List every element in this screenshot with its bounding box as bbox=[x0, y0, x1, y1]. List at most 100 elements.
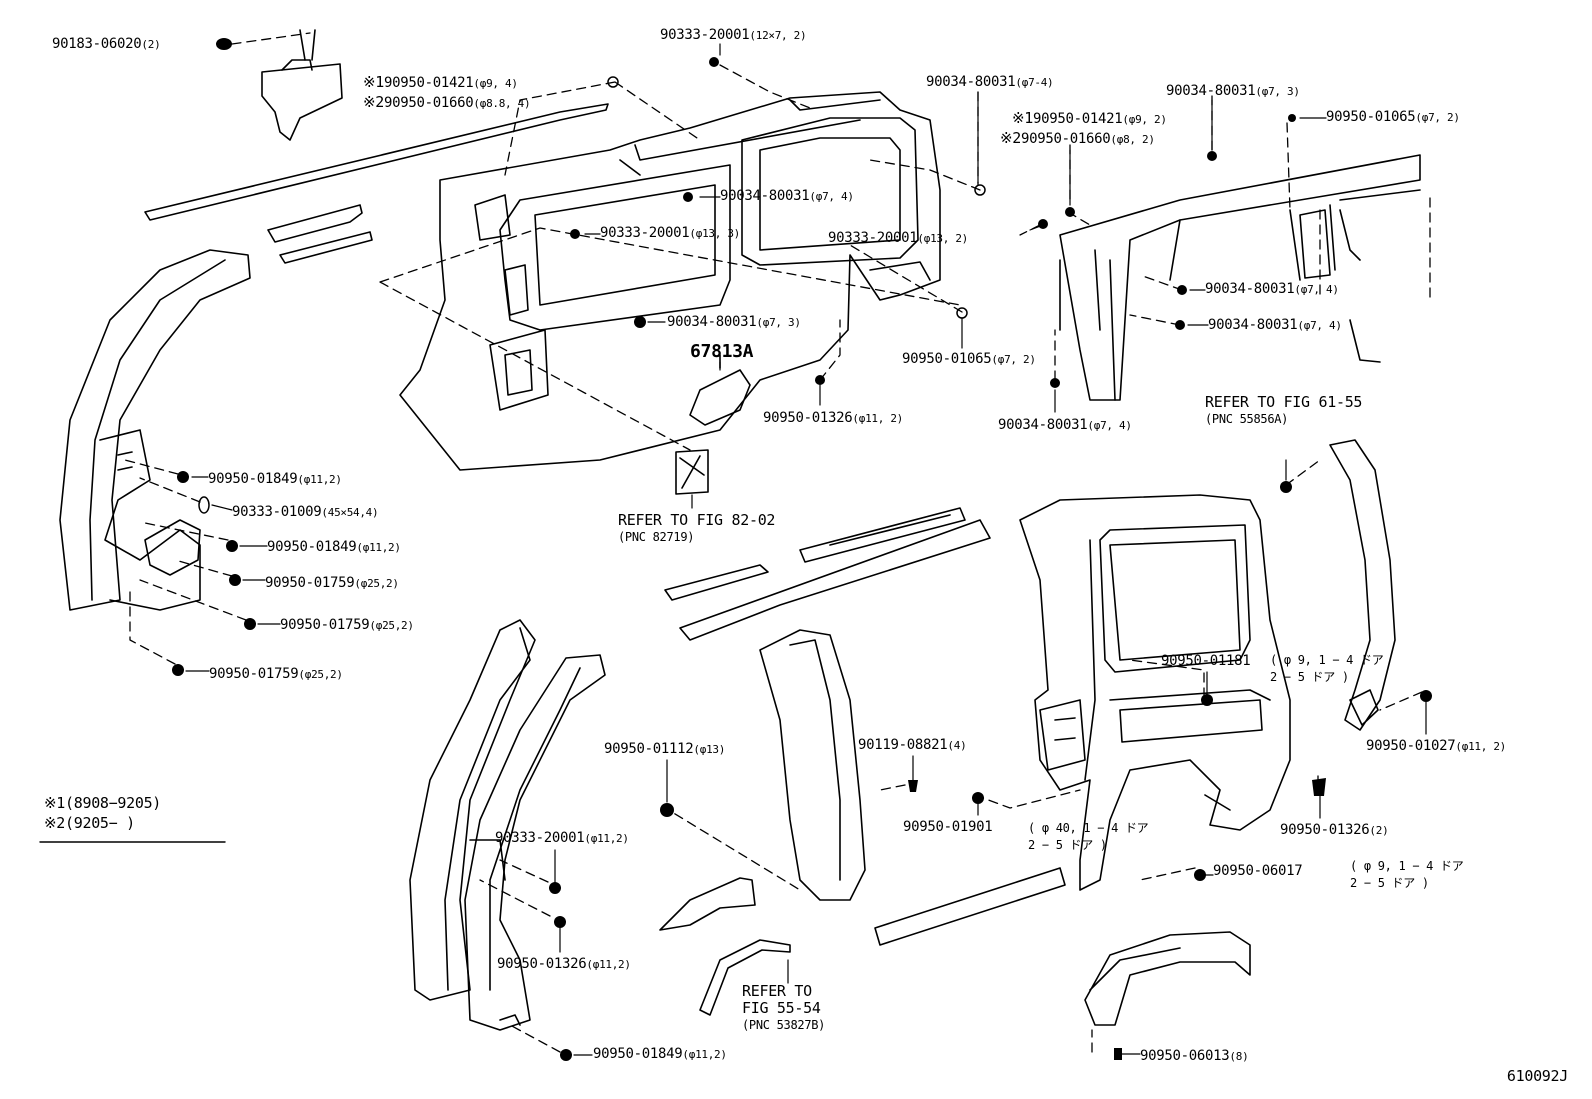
part-number: 90034-80031 bbox=[998, 417, 1088, 433]
part-label: 90950-06013(8) bbox=[1140, 1047, 1249, 1065]
variant-mark: ※2 bbox=[1000, 129, 1021, 147]
part-number: 90950-01027 bbox=[1366, 738, 1456, 754]
figure-reference-line: REFER TO bbox=[742, 982, 812, 1000]
part-spec: (φ11,2) bbox=[356, 541, 401, 554]
part-spec: (φ7-4) bbox=[1015, 76, 1054, 89]
part-spec: (12×7, 2) bbox=[749, 29, 807, 42]
part-number: 90950-01181 bbox=[1161, 653, 1251, 669]
part-label: 90950-01849(φ11,2) bbox=[208, 470, 342, 488]
door-note-line: ( φ 40, 1 − 4 ドア bbox=[1028, 821, 1149, 835]
part-label: 90950-01849(φ11,2) bbox=[267, 538, 401, 556]
upper-bracket bbox=[261, 29, 343, 141]
part-number: 90950-01421 bbox=[1033, 111, 1123, 127]
part-spec: (φ7, 2) bbox=[1415, 111, 1460, 124]
part-spec: (φ7, 4) bbox=[809, 190, 854, 203]
part-spec: (45×54,4) bbox=[321, 506, 379, 519]
part-number: 90950-01326 bbox=[763, 410, 853, 426]
part-number: 90950-06013 bbox=[1140, 1048, 1230, 1064]
front-pillar-inner bbox=[59, 249, 251, 611]
legend-range-1: (8908−9205) bbox=[65, 794, 162, 812]
center-pillars bbox=[409, 619, 606, 1031]
diagram-id: 610092J bbox=[1506, 1067, 1568, 1085]
door-note-line: 2 − 5 ドア ) bbox=[1350, 876, 1429, 890]
part-label: 90034-80031(φ7, 3) bbox=[1166, 82, 1300, 100]
part-number: 90183-06020 bbox=[52, 36, 142, 52]
part-number: 90950-01421 bbox=[384, 75, 474, 91]
part-label: 90950-01065(φ7, 2) bbox=[902, 350, 1036, 368]
figure-reference-line: (PNC 82719) bbox=[618, 530, 695, 544]
part-label: 90950-01901 bbox=[903, 818, 993, 836]
part-spec: (φ11,2) bbox=[682, 1048, 727, 1061]
part-spec: (φ25,2) bbox=[369, 619, 414, 632]
part-spec: (φ8, 2) bbox=[1110, 133, 1155, 146]
variant-mark: ※1 bbox=[1012, 109, 1033, 127]
part-spec: (φ7, 3) bbox=[756, 316, 801, 329]
part-label: 90034-80031(φ7, 4) bbox=[720, 187, 854, 205]
part-label: 90950-01326(φ11,2) bbox=[497, 955, 631, 973]
part-number: 90950-01849 bbox=[208, 471, 298, 487]
part-label: 90950-01112(φ13) bbox=[604, 740, 725, 758]
part-spec: (φ7, 3) bbox=[1255, 85, 1300, 98]
part-number: 90950-01660 bbox=[384, 95, 474, 111]
part-number: 90034-80031 bbox=[926, 74, 1016, 90]
part-spec: (φ8.8, 4) bbox=[473, 97, 531, 110]
legend-row-2: ※2(9205− ) bbox=[44, 815, 161, 832]
part-number: 90950-01326 bbox=[1280, 822, 1370, 838]
part-number: 90950-01326 bbox=[497, 956, 587, 972]
part-spec: (φ11, 2) bbox=[1455, 740, 1507, 753]
label-leaders bbox=[185, 43, 1427, 1056]
part-label: 90333-20001(φ13, 3) bbox=[600, 224, 740, 242]
part-number: 90950-01759 bbox=[265, 575, 355, 591]
wheel-arch-trim bbox=[699, 939, 791, 1016]
part-spec: (φ7, 4) bbox=[1294, 283, 1339, 296]
legend-range-2: (9205− ) bbox=[65, 814, 135, 832]
part-label: 90034-80031(φ7, 3) bbox=[667, 313, 801, 331]
part-number: 90034-80031 bbox=[1208, 317, 1298, 333]
part-label: 90950-01849(φ11,2) bbox=[593, 1045, 727, 1063]
part-label: 90333-20001(φ11,2) bbox=[495, 829, 629, 847]
part-label: 90950-01759(φ25,2) bbox=[280, 616, 414, 634]
part-spec: (φ11,2) bbox=[297, 473, 342, 486]
door-note-line: ( φ 9, 1 − 4 ドア bbox=[1350, 859, 1464, 873]
part-label: 90034-80031(φ7-4) bbox=[926, 73, 1054, 91]
part-spec: (φ11,2) bbox=[584, 832, 629, 845]
part-number: 90333-20001 bbox=[828, 230, 918, 246]
part-label: 90034-80031(φ7, 4) bbox=[1208, 316, 1342, 334]
part-label: 90950-01326(2) bbox=[1280, 821, 1389, 839]
door-note: ( φ 9, 1 − 4 ドア 2 − 5 ドア ) bbox=[1350, 858, 1464, 892]
part-spec: (φ13) bbox=[693, 743, 726, 756]
rear-pillar-trim bbox=[1329, 439, 1396, 731]
part-spec: (φ7, 4) bbox=[1087, 419, 1132, 432]
fasteners bbox=[172, 38, 1432, 1061]
pad-67813A bbox=[689, 369, 751, 426]
part-number: 90950-01759 bbox=[280, 617, 370, 633]
part-number: 90950-01759 bbox=[209, 666, 299, 682]
part-label: 90333-20001(φ13, 2) bbox=[828, 229, 968, 247]
variant-mark: ※2 bbox=[363, 93, 384, 111]
door-note-line: 2 − 5 ドア ) bbox=[1270, 670, 1349, 684]
door-note-line: ( φ 9, 1 − 4 ドア bbox=[1270, 653, 1384, 667]
part-label: 90034-80031(φ7, 4) bbox=[1205, 280, 1339, 298]
part-label: 90034-80031(φ7, 4) bbox=[998, 416, 1132, 434]
part-number: 90950-01065 bbox=[1326, 109, 1416, 125]
wheel-arch-inner bbox=[659, 877, 756, 931]
part-number: 90950-01849 bbox=[267, 539, 357, 555]
part-spec: (2) bbox=[141, 38, 161, 51]
part-spec: (φ13, 2) bbox=[917, 232, 969, 245]
part-spec: (8) bbox=[1229, 1050, 1249, 1063]
quarter-inner-panel bbox=[399, 91, 941, 471]
part-label: 90333-20001(12×7, 2) bbox=[660, 26, 807, 44]
part-spec: (φ25,2) bbox=[354, 577, 399, 590]
part-label: ※190950-01421(φ9, 4) bbox=[363, 74, 518, 92]
part-spec: (φ9, 4) bbox=[473, 77, 518, 90]
quarter-outer-panel bbox=[1019, 494, 1291, 891]
part-number: 90119-08821 bbox=[858, 737, 948, 753]
part-label: 90950-01027(φ11, 2) bbox=[1366, 737, 1506, 755]
part-spec: (φ9, 2) bbox=[1122, 113, 1167, 126]
variant-mark: ※1 bbox=[363, 73, 384, 91]
roof-strip bbox=[144, 103, 609, 221]
part-number: 90333-20001 bbox=[600, 225, 690, 241]
